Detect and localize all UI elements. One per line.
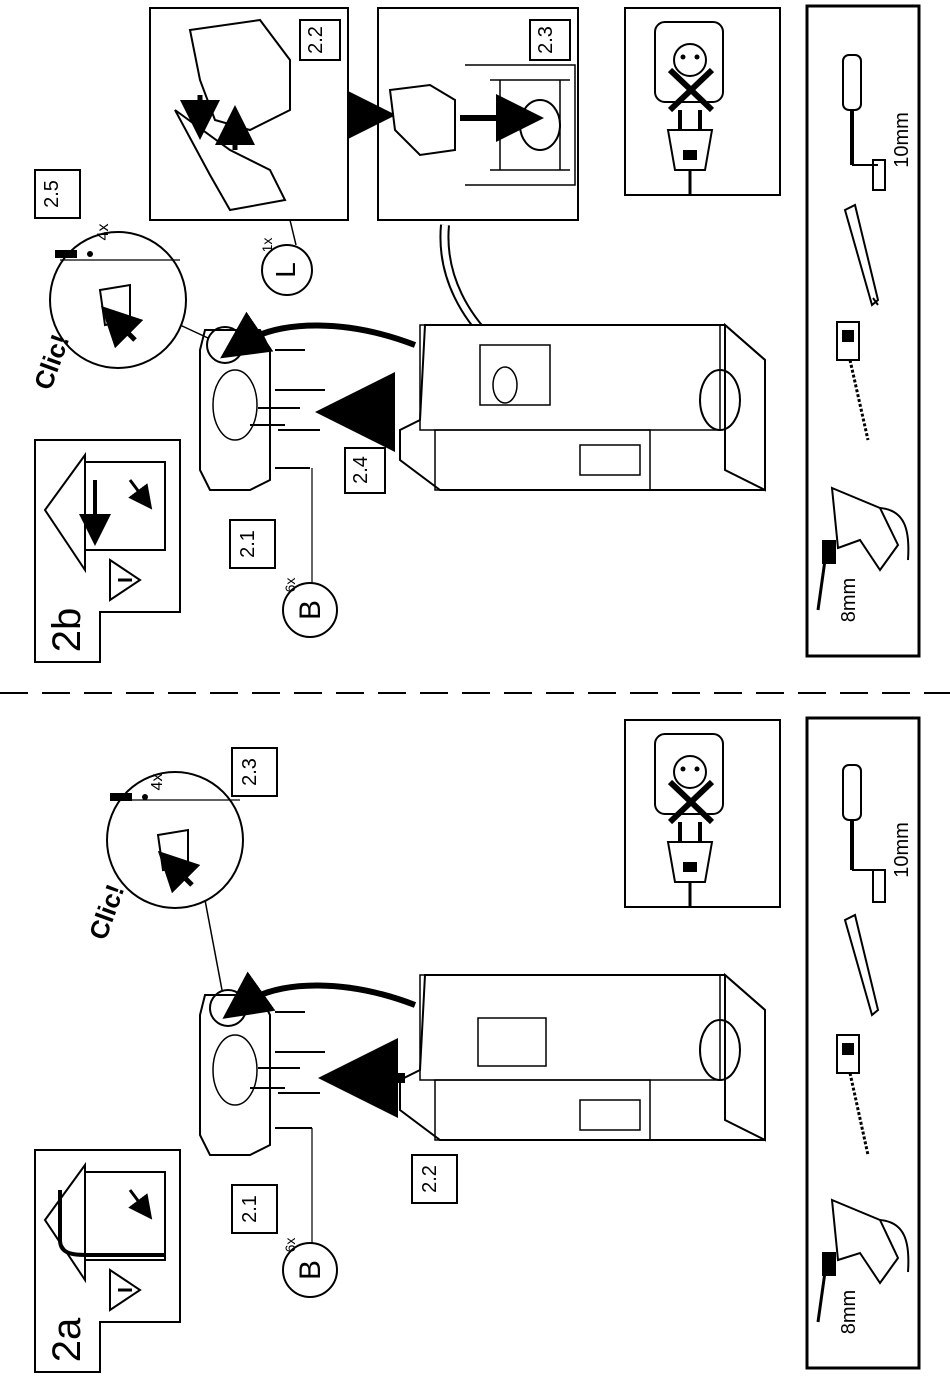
part-b-letter-bottom: B	[294, 1260, 327, 1280]
drill-size-label: 8mm	[838, 578, 860, 622]
part-b-letter-top: B	[294, 600, 327, 620]
pencil-icon	[845, 915, 878, 1015]
screwdriver-icon	[843, 765, 885, 902]
panel-2b: 10mm 8mm 2.2	[28, 6, 919, 662]
step-box-2b: 2b	[35, 440, 180, 662]
tools-box-top: 10mm 8mm	[807, 6, 919, 656]
panel-2a: 10mm 8mm	[35, 718, 919, 1372]
curved-arrow-to-bracket-bottom	[242, 985, 415, 1005]
clic-magnifier-icon-top: 4x Clic!	[28, 224, 208, 394]
part-l-letter: L	[270, 262, 301, 278]
step-box-2a: 2a	[35, 1150, 180, 1372]
drill-size-label-bottom: 8mm	[838, 1290, 860, 1334]
part-l-qty: 1x	[259, 238, 275, 253]
bracket-bottom	[200, 990, 270, 1155]
detail-box-2-2-top: 2.2	[150, 8, 348, 220]
step-label-2a: 2a	[45, 1317, 89, 1362]
hood-body-top	[400, 325, 765, 490]
clic-text-top: Clic!	[28, 330, 75, 393]
callout-2-3-bottom: 2.3	[239, 758, 261, 786]
hood-body-bottom	[400, 975, 765, 1140]
callout-2-1-top: 2.1	[237, 530, 259, 558]
detail-box-2-3-top: 2.3	[378, 8, 578, 220]
callout-2-3-top: 2.3	[535, 26, 557, 54]
wrench-size-label: 10mm	[891, 112, 913, 168]
callout-2-1-bottom: 2.1	[239, 1195, 261, 1223]
callout-2-4-top: 2.4	[350, 456, 372, 484]
callout-2-2-top: 2.2	[305, 26, 327, 54]
unplug-warning-icon	[625, 8, 780, 195]
screw-count-top: 4x	[95, 224, 112, 241]
step-label-2b: 2b	[45, 608, 89, 653]
drill-icon	[818, 488, 908, 610]
tape-measure-icon	[837, 322, 868, 440]
part-b-qty-bottom: 6x	[282, 1238, 298, 1253]
tape-measure-icon	[837, 1035, 868, 1155]
part-l-label: L 1x	[259, 220, 312, 295]
tools-box-bottom: 10mm 8mm	[807, 718, 919, 1368]
part-b-qty-top: 6x	[282, 578, 298, 593]
warning-triangle-icon	[45, 1165, 165, 1310]
warning-triangle-icon	[45, 455, 165, 600]
screw-count-bottom: 4x	[149, 774, 166, 791]
part-b-label-bottom: B 6x	[282, 1238, 337, 1297]
part-b-label-top: B 6x	[282, 578, 337, 637]
wrench-size-label-bottom: 10mm	[891, 822, 913, 878]
callout-2-5-top: 2.5	[41, 180, 63, 208]
clic-text-bottom: Clic!	[83, 880, 130, 943]
pencil-icon	[845, 205, 878, 305]
clic-magnifier-icon-bottom: 4x Clic!	[83, 772, 243, 990]
screwdriver-icon	[843, 55, 885, 190]
drill-icon	[818, 1200, 908, 1322]
callout-2-2-bottom: 2.2	[419, 1165, 441, 1193]
unplug-warning-icon	[625, 720, 780, 907]
